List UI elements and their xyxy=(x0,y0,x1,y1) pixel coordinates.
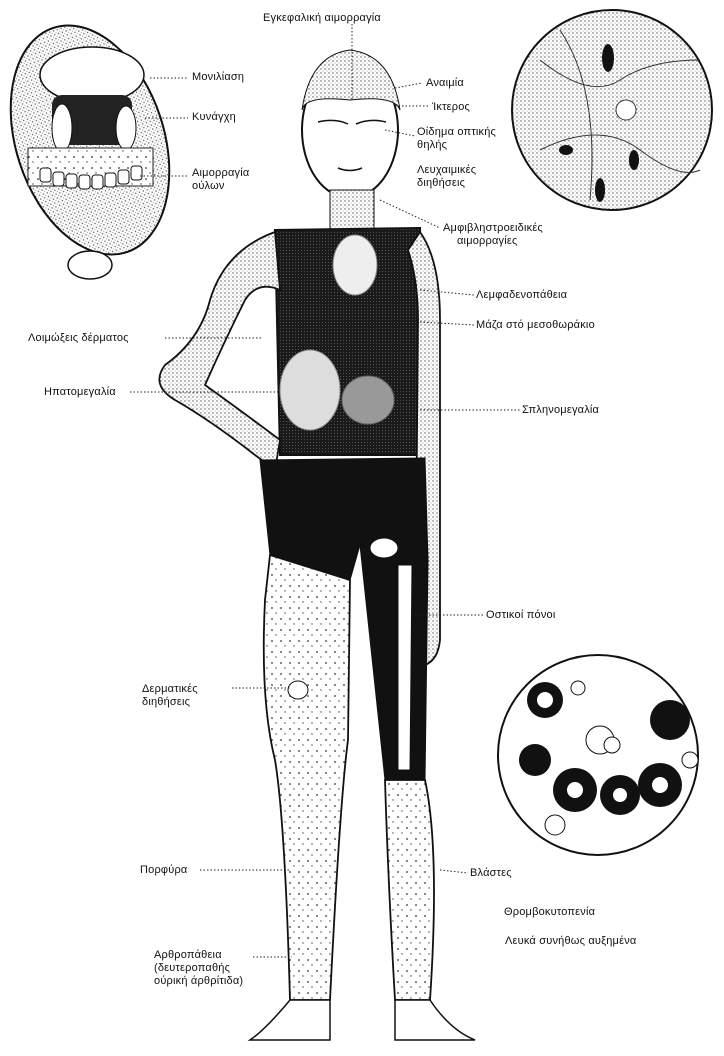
label-skin-infections: Λοιμώξεις δέρματος xyxy=(28,332,129,345)
retina-inset xyxy=(512,10,712,210)
label-bone-pain: Οστικοί πόνοι xyxy=(486,609,556,622)
blood-smear-inset xyxy=(498,655,698,855)
label-optic-edema-line-2: θηλής xyxy=(417,139,496,152)
label-leukemic-infiltrates-line-1: Λευχαιμικές xyxy=(417,164,476,177)
label-retinal-hemorrhages: Αμφιβληστροειδικές αιμορραγίες xyxy=(443,222,543,248)
label-brain-hemorrhage: Εγκεφαλική αιμορραγία xyxy=(263,12,381,25)
label-retinal-hemorrhages-line-1: Αμφιβληστροειδικές xyxy=(443,222,543,235)
label-gum-bleeding: Αιμορραγία ούλων xyxy=(192,167,249,193)
label-arthropathy-line-3: ούρική άρθρίτιδα) xyxy=(154,975,243,988)
label-purpura: Πορφύρα xyxy=(140,864,187,877)
mouth-inset xyxy=(0,5,197,279)
human-figure xyxy=(159,50,475,1040)
label-arthropathy-line-1: Αρθροπάθεια xyxy=(154,949,243,962)
label-skin-infiltrates-line-1: Δερματικές xyxy=(142,683,198,696)
label-splenomegaly: Σπληνομεγαλία xyxy=(522,404,599,417)
label-optic-edema: Οίδημα οπτικής θηλής xyxy=(417,126,496,152)
label-gum-bleeding-line-1: Αιμορραγία xyxy=(192,167,249,180)
label-leukemic-infiltrates-line-2: διηθήσεις xyxy=(417,177,476,190)
label-leukemic-infiltrates: Λευχαιμικές διηθήσεις xyxy=(417,164,476,190)
label-gum-bleeding-line-2: ούλων xyxy=(192,180,249,193)
label-arthropathy-line-2: (δευτεροπαθής xyxy=(154,962,243,975)
label-blasts: Βλάστες xyxy=(470,867,512,880)
label-retinal-hemorrhages-line-2: αιμορραγίες xyxy=(443,235,543,248)
label-jaundice: Ίκτερος xyxy=(432,101,470,114)
label-white-count: Λευκά συνήθως αυξημένα xyxy=(505,935,636,948)
label-lymphadenopathy: Λεμφαδενοπάθεια xyxy=(476,289,567,302)
label-fatigue: Κυνάγχη xyxy=(192,111,236,124)
label-mediastinal-mass: Μάζα στό μεσοθωράκιο xyxy=(476,319,595,332)
label-skin-infiltrates-line-2: διηθήσεις xyxy=(142,696,198,709)
label-arthropathy: Αρθροπάθεια (δευτεροπαθής ούρική άρθρίτι… xyxy=(154,949,243,988)
label-thrombocytopenia: Θρομβοκυτοπενία xyxy=(504,906,595,919)
label-optic-edema-line-1: Οίδημα οπτικής xyxy=(417,126,496,139)
label-hepatomegaly: Ηπατομεγαλία xyxy=(44,386,116,399)
label-thrush: Μονιλίαση xyxy=(192,71,244,84)
label-anemia: Αναιμία xyxy=(426,77,464,90)
label-skin-infiltrates: Δερματικές διηθήσεις xyxy=(142,683,198,709)
